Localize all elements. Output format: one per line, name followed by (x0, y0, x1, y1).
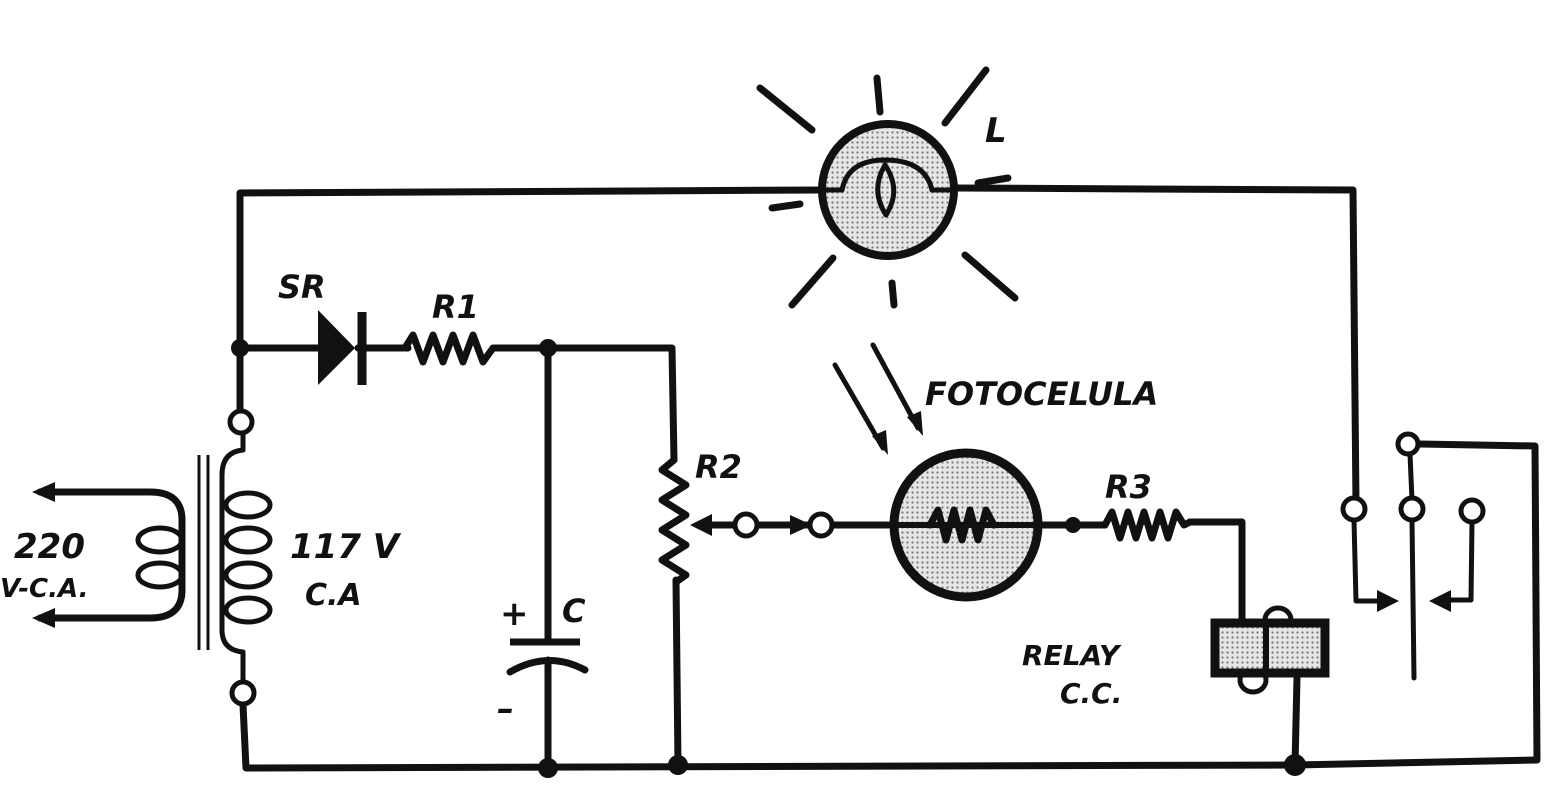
potentiometer-r2: R2 (658, 448, 835, 586)
resistor-zigzag (1101, 508, 1194, 542)
light-ray (788, 254, 837, 309)
contact-arm-right (1444, 519, 1475, 603)
diode-sr: SR (278, 268, 367, 385)
terminal (227, 408, 255, 436)
light-ray (768, 200, 804, 212)
junction-dot (538, 758, 558, 778)
arrowhead-icon (907, 411, 923, 436)
lamp-flame (875, 162, 897, 218)
cap-plus-label: + (500, 594, 529, 634)
capacitor-label: C (562, 592, 586, 630)
primary-type-label: V-C.A. (0, 574, 88, 604)
relay-coil: RELAY C.C. (1022, 605, 1330, 710)
junction-dot (539, 339, 557, 357)
relay-coil-icon (1210, 618, 1330, 678)
lamp-label: L (985, 111, 1007, 151)
primary-leads (36, 488, 186, 622)
r2-label: R2 (695, 448, 742, 486)
capacitor-plate-negative (506, 657, 589, 676)
relay-label: RELAY (1022, 639, 1122, 672)
contact-arm-left (1351, 517, 1386, 604)
resistor-r3: R3 (1101, 468, 1194, 542)
diode-icon (318, 310, 355, 385)
contact-arrow-icon (1429, 590, 1451, 612)
light-ray (961, 251, 1019, 302)
primary-coil-loop (135, 525, 185, 555)
wire-top-left (236, 186, 826, 352)
relay-contacts (1340, 431, 1486, 681)
diode-label: SR (278, 268, 326, 306)
r1-label: R1 (432, 288, 479, 326)
light-ray (888, 279, 898, 309)
light-ray (941, 66, 990, 127)
secondary-coil-loop (223, 525, 273, 555)
wire-r1-r2 (491, 344, 678, 464)
r3-label: R3 (1105, 468, 1152, 506)
wire-top-right (951, 184, 1360, 509)
terminal (229, 679, 257, 707)
secondary-coil-loop (223, 595, 273, 625)
secondary-coil-loop (223, 560, 273, 590)
wire-r3-relay (1186, 518, 1246, 629)
primary-coil-loop (135, 560, 185, 590)
junction-dot (1284, 754, 1306, 776)
junctions (231, 339, 1306, 778)
wires (236, 184, 1541, 772)
incident-light-arrow (832, 362, 886, 451)
terminal (732, 511, 760, 539)
secondary-voltage-label: 117 V (290, 527, 402, 567)
junction-dot (1065, 517, 1081, 533)
input-arrow-bottom-icon (32, 608, 55, 628)
secondary-type-label: C.A (305, 578, 362, 613)
link-arrow-icon (790, 515, 812, 535)
light-ray (873, 74, 884, 116)
arrowhead-icon (872, 430, 888, 455)
primary-voltage-label: 220 (14, 527, 85, 567)
light-ray (974, 174, 1012, 187)
photocell: FOTOCELULA (832, 342, 1158, 602)
junction-dot (668, 755, 688, 775)
terminal (1398, 495, 1426, 523)
lamp-filament (819, 157, 958, 193)
relay-armature (1409, 517, 1417, 681)
capacitor-c: + – C (497, 592, 589, 729)
cap-minus-label: – (497, 689, 514, 729)
lamp-l: L (756, 66, 1019, 309)
terminal (1458, 497, 1486, 525)
resistor-zigzag (401, 331, 497, 366)
light-ray (756, 84, 816, 134)
wiper-arrow-icon (690, 514, 712, 536)
incident-light-arrow (870, 342, 921, 431)
terminal (807, 511, 835, 539)
resistor-r1: R1 (401, 288, 497, 366)
input-arrow-top-icon (32, 482, 55, 502)
secondary-coil-loop (223, 490, 273, 520)
terminal (1395, 431, 1421, 457)
contact-arrow-icon (1377, 590, 1399, 612)
wire-bottom-rail (239, 440, 1541, 772)
relay-type-label: C.C. (1060, 677, 1122, 710)
transformer: 220 V-C.A. 117 V C.A (0, 408, 402, 707)
terminal (1340, 495, 1368, 523)
secondary-lead (219, 431, 246, 686)
potentiometer-zigzag (658, 456, 690, 586)
wire-r2-bottom (672, 576, 682, 769)
wire-relay-bottom (1291, 674, 1301, 769)
photocell-resistor (926, 506, 998, 544)
junction-dot (231, 339, 249, 357)
contact-link (1407, 451, 1415, 503)
photocell-label: FOTOCELULA (925, 375, 1158, 413)
